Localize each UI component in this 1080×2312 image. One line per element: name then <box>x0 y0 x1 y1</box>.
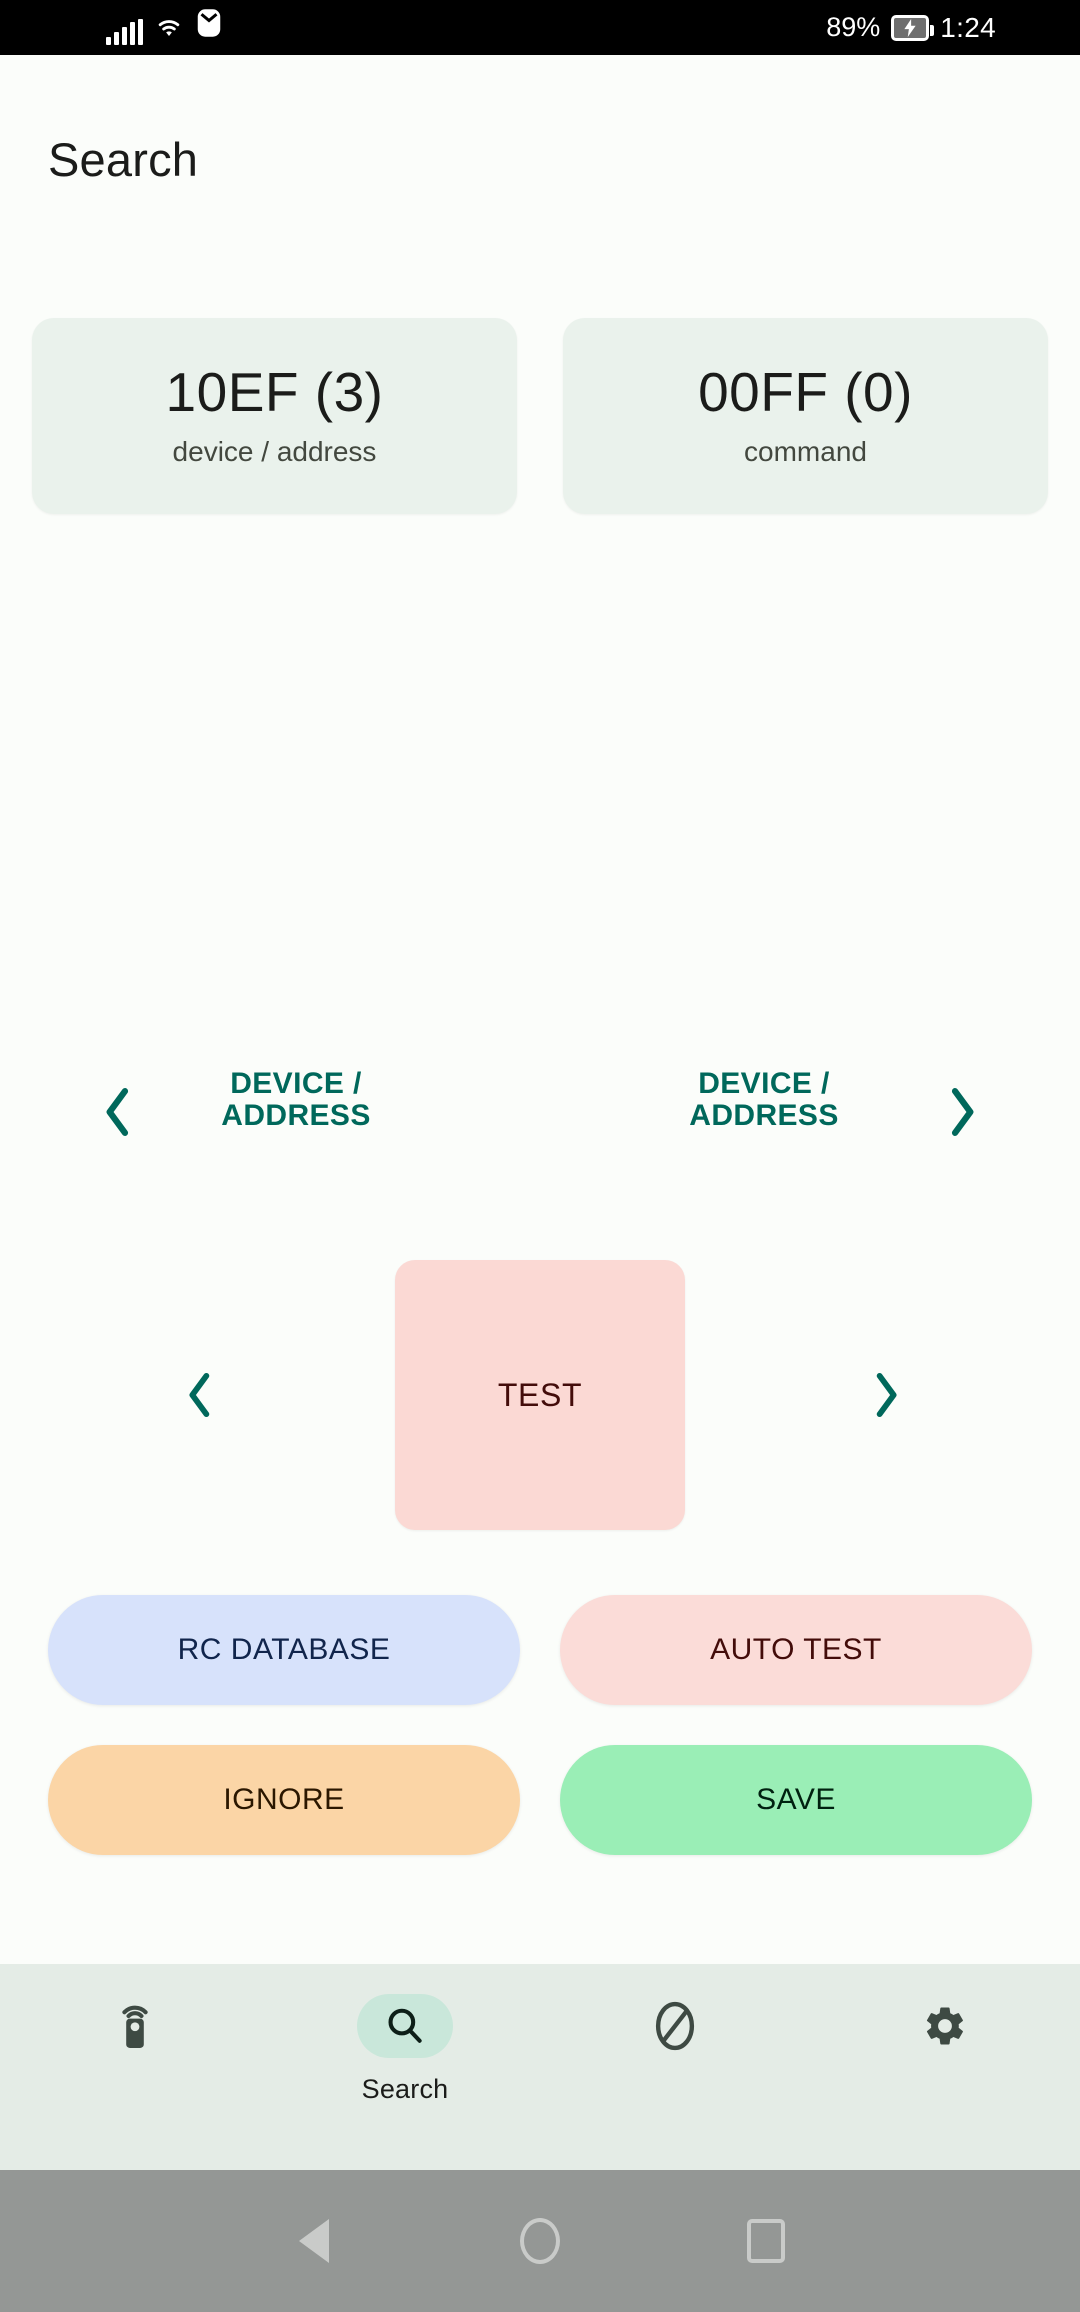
device-address-label: device / address <box>172 435 377 467</box>
battery-charging-icon <box>891 14 935 41</box>
back-triangle-icon <box>299 2219 329 2263</box>
signal-bars-icon <box>106 18 143 45</box>
command-card[interactable]: 00FF (0) command <box>563 318 1048 514</box>
chevron-left-icon <box>189 1372 210 1418</box>
search-icon <box>357 1994 453 2058</box>
device-address-value: 10EF (3) <box>165 361 384 424</box>
block-icon <box>627 1994 723 2058</box>
envelope-icon <box>195 8 223 45</box>
test-prev-button[interactable] <box>164 1359 236 1431</box>
bottom-navigation-bar: Search <box>0 1964 1080 2170</box>
selector-left-line2: ADDRESS <box>221 1099 371 1133</box>
command-label: command <box>744 435 867 467</box>
test-row: TEST <box>0 1260 1080 1530</box>
selector-right-line2: ADDRESS <box>689 1099 839 1133</box>
android-recents-button[interactable] <box>729 2204 803 2278</box>
nav-item-remote[interactable] <box>0 1964 270 2170</box>
selector-right-label[interactable]: DEVICE / ADDRESS <box>644 1067 884 1133</box>
android-back-button[interactable] <box>277 2204 351 2278</box>
test-next-button[interactable] <box>850 1359 922 1431</box>
rc-database-button[interactable]: RC DATABASE <box>48 1595 520 1705</box>
gear-icon <box>897 1994 993 2058</box>
chevron-left-icon <box>106 1088 129 1136</box>
chevron-right-icon <box>876 1372 897 1418</box>
action-buttons: RC DATABASE AUTO TEST IGNORE SAVE <box>48 1595 1032 1855</box>
test-button[interactable]: TEST <box>395 1260 685 1530</box>
home-circle-icon <box>520 2218 560 2264</box>
selector-left-line1: DEVICE / <box>230 1067 362 1100</box>
selector-left-label[interactable]: DEVICE / ADDRESS <box>176 1067 416 1133</box>
save-button[interactable]: SAVE <box>560 1745 1032 1855</box>
page-title: Search <box>48 133 199 186</box>
field-selector-row: DEVICE / ADDRESS DEVICE / ADDRESS <box>0 1040 1080 1185</box>
status-bar: 89% 1:24 <box>0 0 1080 55</box>
recents-square-icon <box>747 2219 785 2263</box>
remote-control-icon <box>87 1994 183 2058</box>
nav-item-settings[interactable] <box>810 1964 1080 2170</box>
nav-item-search-label: Search <box>361 2074 449 2104</box>
code-cards: 10EF (3) device / address 00FF (0) comma… <box>32 318 1048 514</box>
selector-next-button[interactable] <box>926 1076 998 1148</box>
chevron-right-icon <box>951 1088 974 1136</box>
wifi-icon <box>153 12 185 45</box>
command-value: 00FF (0) <box>698 361 913 424</box>
selector-right-line1: DEVICE / <box>698 1067 830 1100</box>
clock-label: 1:24 <box>940 11 996 43</box>
selector-prev-button[interactable] <box>82 1076 154 1148</box>
android-home-button[interactable] <box>503 2204 577 2278</box>
nav-item-search[interactable]: Search <box>270 1964 540 2170</box>
nav-item-ignore-list[interactable] <box>540 1964 810 2170</box>
auto-test-button[interactable]: AUTO TEST <box>560 1595 1032 1705</box>
status-bar-right-icons: 89% 1:24 <box>826 12 996 44</box>
battery-percent-label: 89% <box>826 12 881 42</box>
ignore-button[interactable]: IGNORE <box>48 1745 520 1855</box>
device-address-card[interactable]: 10EF (3) device / address <box>32 318 517 514</box>
status-bar-left-icons <box>106 8 223 45</box>
android-system-nav <box>0 2170 1080 2312</box>
